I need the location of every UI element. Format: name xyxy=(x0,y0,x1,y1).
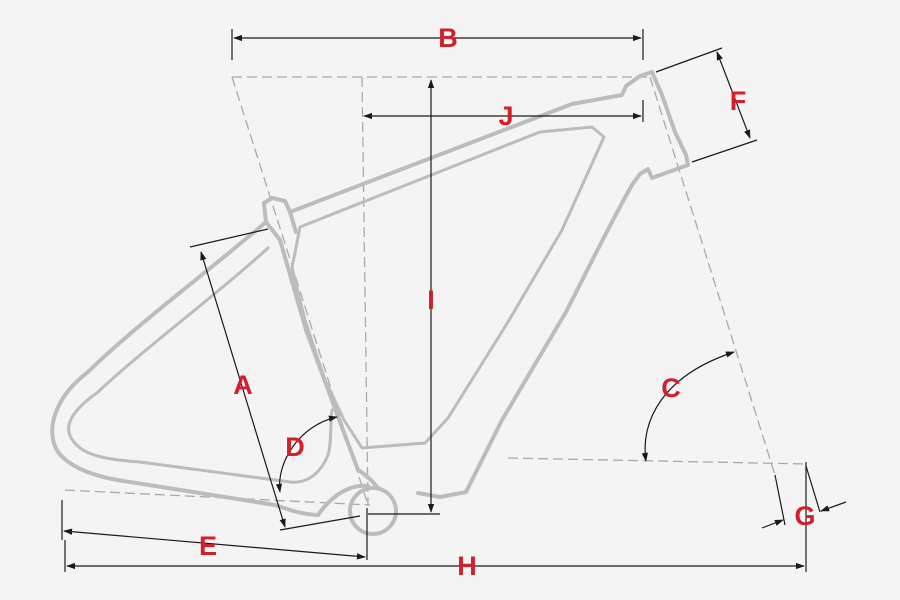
seat-tube-inner xyxy=(288,210,298,234)
bb-junction xyxy=(316,468,380,517)
dimension-lines xyxy=(61,29,847,572)
front-triangle-inner xyxy=(290,125,606,450)
label-h: H xyxy=(457,551,477,581)
vertical-bb-line xyxy=(361,76,369,506)
label-a: A xyxy=(233,370,253,400)
dim-f-ext-top xyxy=(655,47,723,73)
dim-f-line xyxy=(716,51,751,139)
label-g: G xyxy=(794,501,815,531)
label-d: D xyxy=(285,432,305,462)
dim-a-line xyxy=(200,251,286,528)
dim-c-arc xyxy=(641,351,735,462)
down-tube xyxy=(416,183,634,499)
label-i: I xyxy=(427,285,435,315)
dim-g-arrow-right xyxy=(820,501,847,512)
label-b: B xyxy=(438,23,458,53)
dim-d-arc xyxy=(275,415,338,493)
bottom-bracket-shell xyxy=(348,486,398,536)
label-c: C xyxy=(661,373,681,403)
label-f: F xyxy=(730,86,747,116)
ground-angle-reference xyxy=(507,457,809,465)
head-angle-line xyxy=(649,76,776,476)
dim-a-ext-top xyxy=(189,228,269,248)
dim-f-ext-bottom xyxy=(691,139,758,163)
bike-frame xyxy=(50,70,690,536)
label-j: J xyxy=(498,101,513,131)
dimension-labels: B J F I A D C E H G xyxy=(199,23,816,581)
seat-tube xyxy=(262,201,360,472)
construction-lines xyxy=(64,76,809,506)
dim-a-ext-bottom xyxy=(279,515,361,531)
label-e: E xyxy=(199,531,217,561)
top-tube xyxy=(262,70,690,214)
seat-stay xyxy=(50,220,320,517)
dim-g-arrow-left xyxy=(761,519,784,529)
dim-e-line xyxy=(63,528,366,560)
dim-g-ext-right xyxy=(805,465,821,513)
dim-g-ext-left xyxy=(774,474,786,526)
